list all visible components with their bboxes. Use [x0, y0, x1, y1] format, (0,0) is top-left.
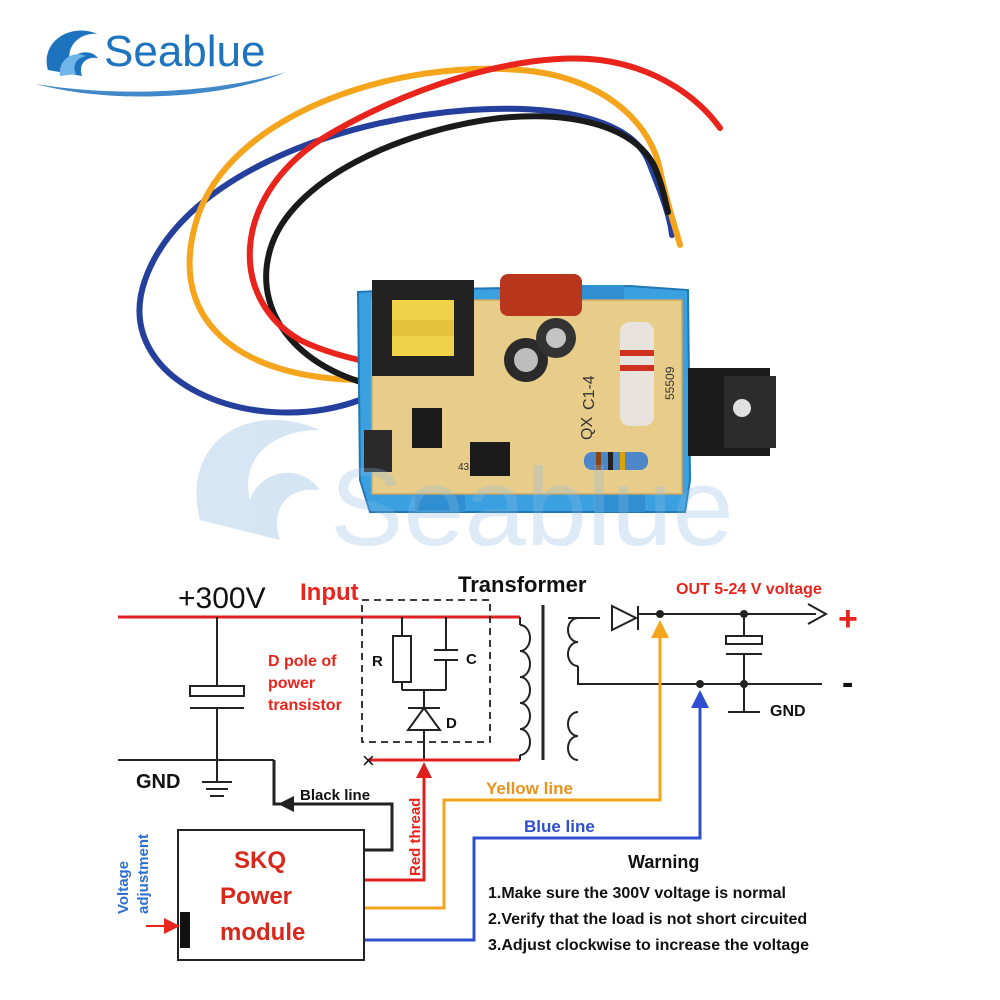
transformer-component: [372, 280, 474, 376]
secondary-coil: [567, 617, 579, 667]
primary-coil: [519, 624, 531, 756]
plus-sign: +: [838, 600, 858, 638]
input-label: Input: [300, 579, 359, 606]
ground-symbol-icon: [202, 760, 232, 797]
blue-line-label: Blue line: [524, 817, 595, 836]
power-module-box: [177, 829, 365, 961]
warning-item: 2.Verify that the load is not short circ…: [488, 911, 807, 928]
junction-dot: [740, 680, 748, 688]
to220-transistor: [688, 368, 776, 456]
blue-line-wire: [364, 698, 702, 942]
junction-dot: [656, 610, 664, 618]
snubber-dashed-box: [361, 599, 491, 743]
red-thread-wire: [364, 766, 426, 882]
arrow-icon: [278, 796, 294, 812]
brand-swoosh: [36, 72, 286, 97]
junction-dot: [696, 680, 704, 688]
power-resistor: [620, 322, 654, 426]
module-label-1: SKQ: [234, 847, 286, 874]
enclosure-tab: [580, 285, 624, 303]
input-capacitor-plate-top: [189, 685, 245, 697]
arrow-icon: [691, 690, 709, 708]
arrow-icon: [416, 762, 432, 778]
x-mark: ×: [362, 748, 375, 773]
adjustment-potentiometer: [180, 912, 190, 948]
d-pole-label-3: transistor: [268, 697, 342, 714]
yellow-line-label: Yellow line: [486, 779, 573, 798]
capacitor-top: [546, 328, 566, 348]
brand-logo: Seablue: [36, 27, 286, 97]
voltage-adjust-label-1: Voltage: [115, 861, 132, 914]
voltage-adjust-label-2: adjustment: [135, 834, 152, 914]
warning-item: 3.Adjust clockwise to increase the volta…: [488, 937, 809, 954]
d-label: D: [446, 715, 457, 732]
wave-logo-icon: [46, 30, 98, 76]
arrow-icon: [164, 918, 180, 934]
r-label: R: [372, 653, 383, 670]
board-marking: C1-4: [581, 375, 598, 410]
watermark: Seablue: [196, 420, 734, 569]
board-marking: 55509: [663, 366, 677, 400]
output-capacitor-plate: [725, 635, 763, 645]
output-label: OUT 5-24 V voltage: [676, 581, 822, 598]
diode-d-icon: [406, 706, 442, 731]
resistor-r: [392, 635, 412, 683]
output-arrow-icon: [807, 603, 829, 625]
capacitor-top: [514, 348, 538, 372]
gnd-left-label: GND: [136, 771, 180, 793]
module-label-3: module: [220, 919, 305, 946]
module-label-2: Power: [220, 883, 292, 910]
d-pole-label-1: D pole of: [268, 653, 337, 670]
red-thread-label: Red thread: [407, 798, 424, 876]
secondary-return: [577, 666, 700, 685]
output-diode-icon: [611, 604, 639, 632]
small-resistor: [584, 452, 648, 470]
warning-title: Warning: [628, 852, 699, 872]
transformer-label: Transformer: [458, 572, 587, 597]
arrow-icon: [651, 620, 669, 638]
brand-name: Seablue: [104, 27, 265, 76]
c-label: C: [466, 651, 477, 668]
feedback-coil: [567, 711, 579, 761]
diode-chip: [364, 430, 392, 472]
circuit-diagram: +300V Input GND Black line R C: [115, 572, 858, 961]
warning-panel: Warning 1.Make sure the 300V voltage is …: [488, 852, 809, 954]
watermark-text: Seablue: [330, 446, 734, 569]
d-pole-label-2: power: [268, 675, 315, 692]
warning-item: 1.Make sure the 300V voltage is normal: [488, 885, 786, 902]
wire-yellow: [186, 65, 683, 383]
black-line-wire: [272, 760, 394, 852]
product-photo: QX C1-4 55509 43: [136, 55, 776, 513]
board-marking: QX: [579, 417, 596, 440]
transistor-chip: [412, 408, 442, 448]
input-voltage-label: +300V: [178, 582, 266, 615]
gnd-right-label: GND: [770, 703, 806, 720]
minus-sign: -: [842, 664, 853, 702]
film-capacitor: [500, 274, 582, 316]
optocoupler-chip: [470, 442, 510, 476]
board-marking: 43: [458, 462, 470, 473]
black-line-label: Black line: [300, 787, 370, 804]
yellow-line-wire: [364, 628, 662, 910]
